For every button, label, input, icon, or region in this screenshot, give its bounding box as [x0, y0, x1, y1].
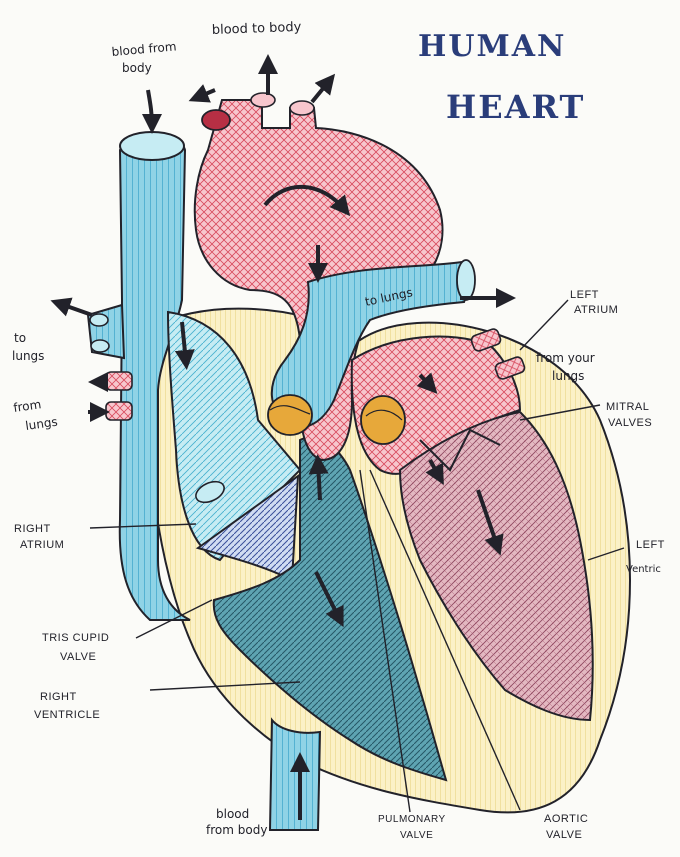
label-left-ventricle-2: Ventric: [626, 564, 661, 575]
label-right-atrium-1: RIGHT: [14, 523, 51, 535]
pulmonary-vein-stub-1: [105, 371, 133, 391]
aorta-branch-opening-3: [289, 100, 315, 116]
label-to-lungs-left-1: to: [14, 331, 26, 345]
title-line-2: HEART: [446, 88, 585, 126]
pulmonary-vein-right-2: [494, 356, 526, 380]
label-tricuspid-valve-1: TRIS CUPID: [42, 632, 109, 644]
label-blood-from-body-bottom-1: blood: [216, 807, 249, 821]
left-ventricle-chamber: [398, 410, 594, 722]
label-aortic-valve-2: VALVE: [546, 829, 582, 841]
inferior-vena-cava: [268, 717, 322, 831]
pulmonary-trunk: [270, 260, 476, 429]
label-blood-from-body-top-1: blood from: [111, 39, 177, 59]
label-right-atrium-2: ATRIUM: [20, 539, 64, 551]
title-line-1: HUMAN: [418, 29, 566, 64]
leader-lines: [89, 299, 625, 813]
aortic-valve-cusps: [360, 395, 406, 445]
label-from-lungs-left-1: from: [12, 397, 42, 415]
coronary-sinus: [195, 480, 225, 504]
branch-opening-2: [90, 339, 110, 353]
branch-opening-1: [89, 313, 109, 327]
label-right-ventricle-2: VENTRICLE: [34, 709, 100, 721]
label-mitral-valves-2: VALVES: [608, 417, 652, 429]
flow-arrows: [50, 54, 516, 820]
label-from-your-lungs-1: from your: [536, 351, 595, 365]
aorta-branch-opening-1: [201, 109, 231, 131]
label-left-ventricle-1: LEFT: [636, 539, 665, 551]
pulmonary-trunk-opening: [456, 259, 476, 301]
pulmonary-vein-stub-2: [105, 401, 133, 421]
aorta-branch-opening-2: [250, 92, 276, 108]
label-right-ventricle-1: RIGHT: [40, 691, 77, 703]
label-left-atrium-1: LEFT: [570, 289, 599, 301]
label-pulmonary-valve-2: VALVE: [400, 830, 433, 841]
pulmonary-valve-cusps: [267, 394, 313, 436]
label-blood-to-body: blood to body: [212, 20, 302, 38]
mitral-valve-leaflets: [419, 428, 501, 472]
label-left-atrium-2: ATRIUM: [574, 304, 618, 316]
svc-opening: [119, 131, 185, 161]
label-mitral-valves-1: MITRAL: [606, 401, 649, 413]
label-blood-from-body-bottom-2: from body: [206, 823, 267, 837]
pulmonary-vein-right-1: [470, 328, 502, 352]
label-pulmonary-valve-1: PULMONARY: [378, 814, 446, 825]
label-tricuspid-valve-2: VALVE: [60, 651, 96, 663]
label-from-lungs-left-2: lungs: [24, 415, 58, 433]
label-from-your-lungs-2: lungs: [552, 369, 584, 383]
label-to-lungs-left-2: lungs: [12, 349, 44, 363]
label-blood-from-body-top-2: body: [122, 61, 152, 75]
label-aortic-valve-1: AORTIC: [544, 813, 588, 825]
